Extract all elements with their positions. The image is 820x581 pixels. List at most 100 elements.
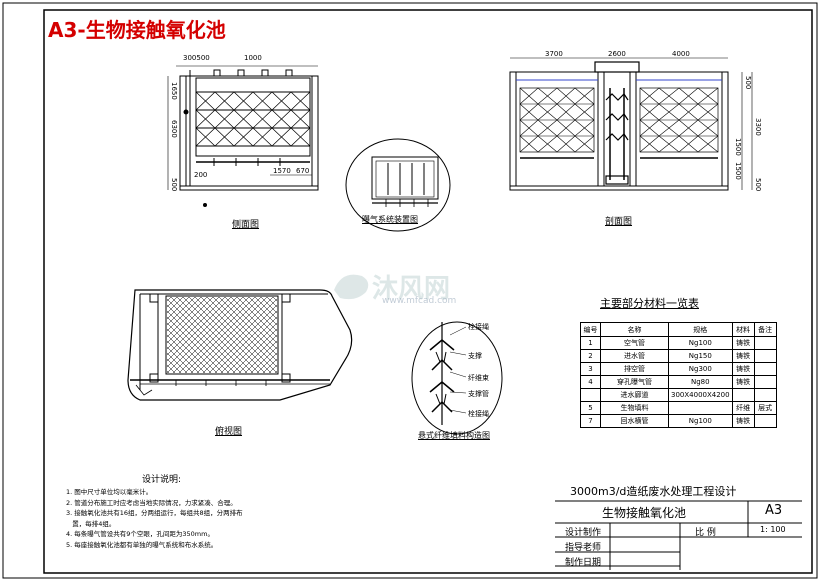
- materials-cell: 铸铁: [731, 375, 755, 389]
- materials-cell: Ng300: [668, 362, 733, 376]
- note-item: 置，每排4组。: [66, 519, 116, 528]
- fiber-view-caption: 悬式纤维填料构造图: [418, 431, 490, 440]
- dim-label: 3300: [754, 118, 762, 136]
- materials-cell: 300X4000X4200: [668, 388, 733, 402]
- notes-list: 1. 图中尺寸单位均以毫米计。 2. 管道分布施工时应考虑当地实际情况，力求紧凑、…: [66, 487, 426, 550]
- note-item: 1. 图中尺寸单位均以毫米计。: [66, 488, 153, 496]
- materials-cell: 空气管: [600, 336, 669, 350]
- dim-label: 500: [744, 76, 752, 90]
- fiber-label: 支撑管: [468, 390, 489, 398]
- materials-cell: 层式: [753, 401, 777, 415]
- fiber-label: 支撑: [468, 352, 482, 360]
- materials-cell: 穿孔曝气管: [600, 375, 669, 389]
- inner-border: [43, 9, 813, 574]
- dim-label: 4000: [672, 50, 690, 58]
- watermark-url: www.mfcad.com: [382, 296, 457, 306]
- materials-header: 规格: [668, 322, 733, 337]
- scale-value: 1: 100: [760, 525, 786, 534]
- materials-cell: Ng100: [668, 414, 733, 428]
- side-view: [167, 65, 319, 207]
- dim-label: 500: [170, 178, 178, 192]
- note-item: 5. 每座接触氧化池都有单独的曝气系统和布水系统。: [66, 540, 218, 549]
- dim-label: 1000: [244, 54, 262, 62]
- sheet-size: A3: [765, 503, 783, 518]
- plan-view: [127, 289, 353, 401]
- materials-header: 编号: [580, 322, 601, 337]
- dim-label: 2600: [608, 50, 626, 58]
- section-view: [509, 57, 753, 191]
- dim-label: 1500: [734, 138, 742, 156]
- project-title: 3000m3/d造纸废水处理工程设计: [570, 485, 737, 498]
- page-title: A3-生物接触氧化池: [48, 18, 226, 42]
- aeration-view-caption: 曝气系统装置图: [362, 215, 418, 224]
- watermark: 沐风网: [332, 268, 450, 305]
- note-item: 2. 管道分布施工时应考虑当地实际情况，力求紧凑、合理。: [66, 498, 237, 507]
- materials-cell: 1: [580, 336, 601, 350]
- materials-cell: 生物填料: [600, 401, 669, 415]
- dim-label: 1570: [273, 167, 291, 175]
- fiber-label: 栓接绳: [468, 410, 489, 418]
- materials-header: 名称: [600, 322, 669, 337]
- section-view-caption: 剖面图: [605, 217, 633, 227]
- date-label: 制作日期: [565, 558, 602, 568]
- materials-cell: 进水廊道: [600, 388, 669, 402]
- materials-cell: [753, 349, 777, 363]
- materials-cell: [753, 375, 777, 389]
- materials-cell: [753, 362, 777, 376]
- designer-label: 设计制作: [565, 528, 602, 538]
- dim-label: 300500: [183, 54, 210, 62]
- watermark-brand: 沐风网: [372, 274, 451, 304]
- materials-cell: [668, 401, 733, 415]
- materials-cell: [580, 388, 601, 402]
- materials-cell: [753, 388, 777, 402]
- materials-cell: 纤维: [731, 401, 755, 415]
- materials-cell: 铸铁: [731, 349, 755, 363]
- materials-cell: 3: [580, 362, 601, 376]
- materials-cell: 铸铁: [731, 336, 755, 350]
- materials-cell: Ng150: [668, 349, 733, 363]
- plan-view-caption: 俯视图: [215, 427, 243, 437]
- materials-cell: [753, 414, 777, 428]
- fiber-view: [411, 321, 503, 435]
- materials-cell: 进水管: [600, 349, 669, 363]
- materials-cell: [731, 388, 755, 402]
- materials-cell: 4: [580, 375, 601, 389]
- materials-cell: 回水横管: [600, 414, 669, 428]
- dim-label: 6300: [170, 120, 178, 138]
- materials-cell: 铸铁: [731, 362, 755, 376]
- advisor-label: 指导老师: [565, 543, 602, 553]
- materials-cell: 铸铁: [731, 414, 755, 428]
- fiber-label: 栓接绳: [468, 323, 489, 331]
- dim-label: 670: [296, 167, 310, 175]
- dim-label: 1650: [170, 82, 178, 100]
- materials-header: 材料: [731, 322, 755, 337]
- fiber-label: 纤维束: [468, 374, 489, 382]
- dim-label: 3700: [545, 50, 563, 58]
- dim-label: 200: [194, 171, 208, 179]
- materials-cell: 7: [580, 414, 601, 428]
- side-view-caption: 侧面图: [232, 220, 260, 230]
- notes-title: 设计说明:: [142, 475, 182, 485]
- title-block-lines: [555, 500, 802, 570]
- materials-cell: 排空管: [600, 362, 669, 376]
- materials-header: 备注: [753, 322, 777, 337]
- dim-label: 1500: [734, 162, 742, 180]
- drawing-name: 生物接触氧化池: [602, 506, 687, 520]
- materials-header-row: 编号 名称 规格 材料 备注: [580, 322, 777, 337]
- materials-cell: Ng100: [668, 336, 733, 350]
- scale-label: 比 例: [695, 528, 716, 538]
- note-item: 3. 接触氧化池共有16组，分两组运行，每组共8组，分两排布: [66, 509, 243, 517]
- materials-cell: [753, 336, 777, 350]
- materials-cell: 2: [580, 349, 601, 363]
- watermark-logo: [334, 274, 369, 300]
- materials-title: 主要部分材料一览表: [600, 297, 699, 310]
- dim-label: 500: [754, 178, 762, 192]
